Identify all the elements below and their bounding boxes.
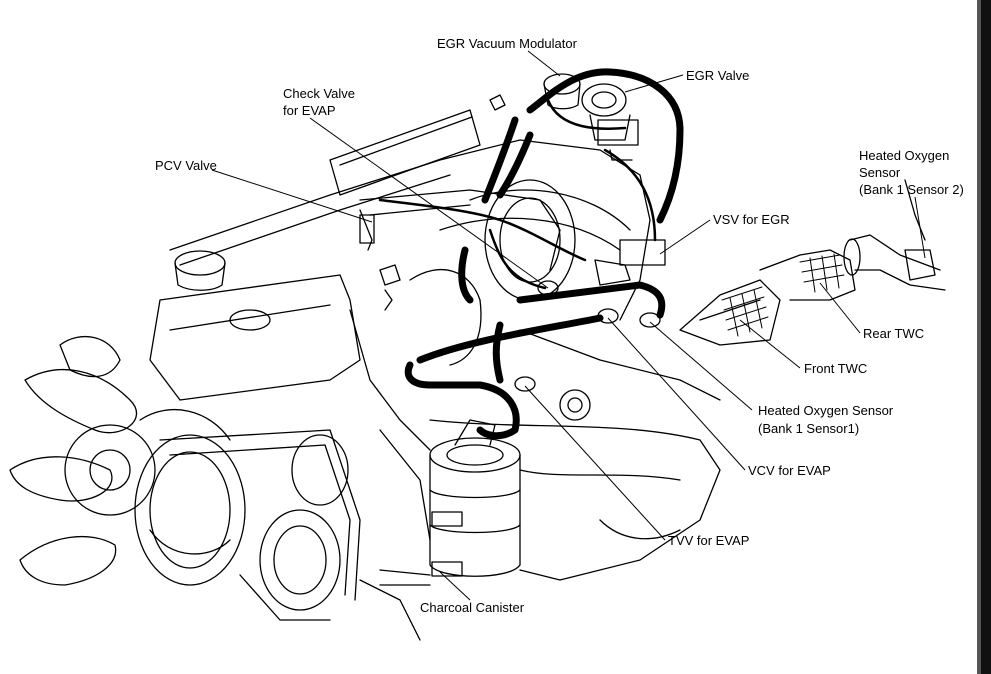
label-check-valve-2: for EVAP	[283, 103, 336, 118]
window-frame-inner-edge	[977, 0, 981, 674]
exhaust-system	[679, 234, 946, 346]
radiator-cap	[149, 250, 361, 401]
leader-lines	[211, 50, 926, 601]
label-front-twc: Front TWC	[804, 361, 867, 376]
label-vcv-for-evap: VCV for EVAP	[748, 463, 831, 478]
thin-hoses	[378, 98, 657, 290]
label-vsv-for-egr: VSV for EGR	[713, 212, 790, 227]
egr-components	[543, 73, 639, 161]
label-rear-twc: Rear TWC	[863, 326, 924, 341]
label-egr-valve: EGR Valve	[686, 68, 749, 83]
label-heated-o2-s2-3: (Bank 1 Sensor 2)	[859, 182, 964, 197]
vacuum-hoses	[404, 68, 684, 440]
misc-hardware	[379, 94, 936, 311]
label-heated-o2-s1-2: (Bank 1 Sensor1)	[758, 421, 859, 436]
label-pcv-valve: PCV Valve	[155, 158, 217, 173]
label-heated-o2-s2-1: Heated Oxygen	[859, 148, 949, 163]
label-charcoal-canister: Charcoal Canister	[420, 600, 525, 615]
cylinder-head	[169, 109, 721, 451]
catalyst-mesh	[721, 253, 845, 337]
label-heated-o2-s1-1: Heated Oxygen Sensor	[758, 403, 894, 418]
engine-drawing	[9, 73, 946, 641]
pulley-belts	[134, 429, 361, 621]
vsv-egr-body	[594, 239, 666, 286]
labels: EGR Vacuum Modulator EGR Valve Check Val…	[155, 36, 964, 615]
label-heated-o2-s2-2: Sensor	[859, 165, 901, 180]
label-check-valve-1: Check Valve	[283, 86, 355, 101]
label-egr-vacuum-modulator: EGR Vacuum Modulator	[437, 36, 578, 51]
engine-block	[359, 389, 721, 641]
charcoal-canister-body	[379, 419, 521, 586]
cooling-fan	[9, 335, 231, 586]
label-tvv-for-evap: TVV for EVAP	[668, 533, 749, 548]
